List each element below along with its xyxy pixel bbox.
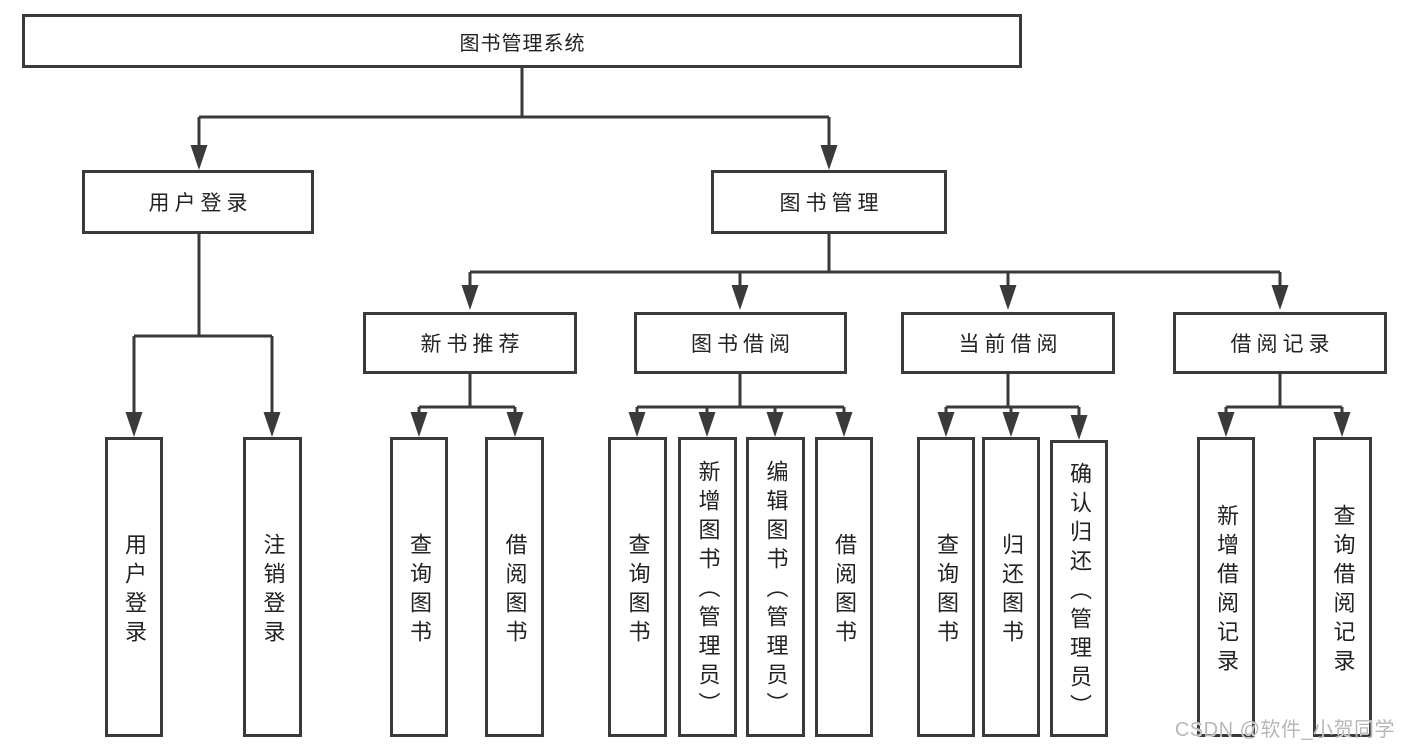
leaf-return-books: 归还图书 bbox=[982, 437, 1040, 737]
leaf-edit-book-admin: 编辑图书（管理员） bbox=[746, 437, 805, 737]
connector-book-management bbox=[461, 234, 1289, 310]
leaf-borrow-books-recommend: 借阅图书 bbox=[485, 437, 544, 737]
node-new-book-recommend: 新书推荐 bbox=[363, 312, 577, 374]
node-label: 新增图书（管理员） bbox=[695, 460, 721, 721]
node-label: 查询图书 bbox=[934, 532, 959, 649]
leaf-query-books-borrow: 查询图书 bbox=[608, 437, 667, 737]
node-current-borrow: 当前借阅 bbox=[901, 312, 1115, 374]
arrowhead-icon bbox=[1333, 412, 1351, 437]
arrowhead-icon bbox=[698, 412, 716, 437]
node-label: 注销登录 bbox=[260, 532, 286, 649]
arrowhead-icon bbox=[731, 285, 749, 310]
node-label: 查询图书 bbox=[407, 532, 432, 649]
arrowhead-icon bbox=[125, 412, 143, 437]
node-user-login: 用户登录 bbox=[82, 170, 314, 234]
arrowhead-icon bbox=[820, 145, 838, 170]
node-label: 确认归还（管理员） bbox=[1067, 461, 1092, 723]
node-label: 查询借阅记录 bbox=[1330, 503, 1356, 678]
node-label: 借阅记录 bbox=[1230, 333, 1335, 356]
node-borrow-records: 借阅记录 bbox=[1173, 312, 1387, 374]
node-label: 用户登录 bbox=[122, 532, 147, 649]
node-label: 图书管理 bbox=[779, 192, 884, 215]
arrowhead-icon bbox=[1002, 412, 1020, 437]
arrowhead-icon bbox=[937, 412, 955, 437]
node-label: 当前借阅 bbox=[958, 333, 1063, 356]
leaf-confirm-return-admin: 确认归还（管理员） bbox=[1050, 440, 1108, 737]
arrowhead-icon bbox=[190, 145, 208, 170]
connector-book-borrow bbox=[628, 374, 853, 437]
arrowhead-icon bbox=[461, 285, 479, 310]
node-label: 图书借阅 bbox=[691, 333, 795, 356]
connector-current-borrow bbox=[937, 374, 1088, 440]
node-label: 借阅图书 bbox=[502, 532, 528, 649]
node-root: 图书管理系统 bbox=[22, 14, 1022, 68]
leaf-query-borrow-record: 查询借阅记录 bbox=[1313, 437, 1372, 737]
connector-user-login bbox=[125, 234, 281, 437]
arrowhead-icon bbox=[506, 412, 524, 437]
node-label: 用户登录 bbox=[148, 192, 253, 215]
node-book-management: 图书管理 bbox=[711, 170, 947, 234]
connector-new-book-recommend bbox=[410, 374, 524, 437]
arrowhead-icon bbox=[1271, 285, 1289, 310]
node-label: 编辑图书（管理员） bbox=[763, 460, 789, 721]
node-label: 图书管理系统 bbox=[459, 32, 586, 55]
leaf-user-login: 用户登录 bbox=[105, 437, 163, 737]
arrowhead-icon bbox=[1217, 412, 1235, 437]
arrowhead-icon bbox=[1070, 415, 1088, 440]
arrowhead-icon bbox=[263, 412, 281, 437]
node-label: 查询图书 bbox=[625, 532, 651, 649]
leaf-query-books-current: 查询图书 bbox=[917, 437, 975, 737]
leaf-borrow-books: 借阅图书 bbox=[815, 437, 873, 737]
arrowhead-icon bbox=[766, 412, 784, 437]
node-label: 归还图书 bbox=[999, 532, 1024, 649]
arrowhead-icon bbox=[999, 285, 1017, 310]
leaf-query-books-recommend: 查询图书 bbox=[390, 437, 448, 737]
arrowhead-icon bbox=[410, 412, 428, 437]
connector-root bbox=[190, 68, 838, 170]
csdn-watermark: CSDN @软件_小贺同学 bbox=[1174, 719, 1395, 741]
arrowhead-icon bbox=[835, 412, 853, 437]
node-book-borrow: 图书借阅 bbox=[634, 312, 847, 374]
leaf-add-borrow-record: 新增借阅记录 bbox=[1197, 437, 1255, 737]
node-label: 借阅图书 bbox=[832, 532, 857, 649]
connector-borrow-records bbox=[1217, 374, 1351, 437]
leaf-add-book-admin: 新增图书（管理员） bbox=[678, 437, 737, 737]
node-label: 新增借阅记录 bbox=[1214, 503, 1239, 678]
node-label: 新书推荐 bbox=[420, 333, 525, 356]
leaf-logout: 注销登录 bbox=[243, 437, 302, 737]
arrowhead-icon bbox=[628, 412, 646, 437]
